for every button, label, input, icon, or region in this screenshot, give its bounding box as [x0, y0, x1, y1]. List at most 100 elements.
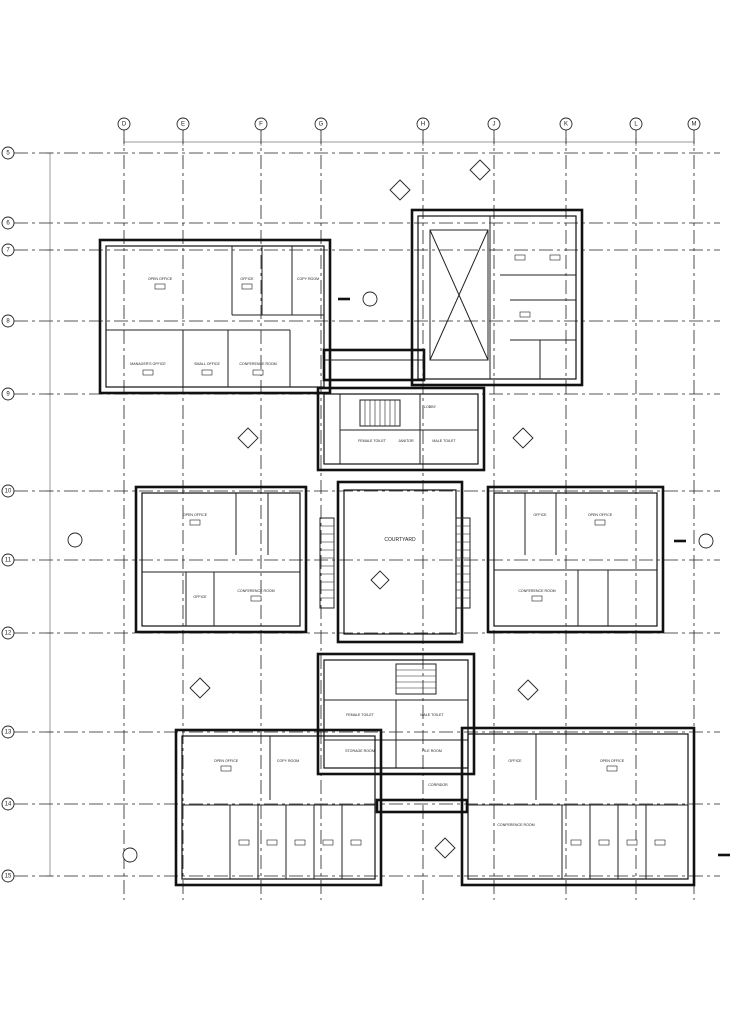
diamond-marker-e-upper: [512, 427, 534, 449]
row-label-7: 7: [6, 248, 10, 254]
column-label-H: H: [421, 122, 425, 128]
left-dimension-string: [46, 152, 54, 877]
column-label-J: J: [493, 122, 496, 128]
room-label-open-office-nw: OPEN OFFICE: [148, 277, 173, 281]
diamond-marker-e-lower: [517, 679, 539, 701]
row-label-13: 13: [5, 730, 12, 736]
column-grid-lines: [123, 130, 695, 900]
column-label-G: G: [319, 122, 324, 128]
arrow-markers: [338, 297, 730, 857]
diamond-marker-n: [389, 179, 411, 201]
column-bubble-G: [314, 117, 328, 131]
column-label-D: D: [122, 122, 127, 128]
room-label-open-office-se: OPEN OFFICE: [600, 759, 625, 763]
diamond-marker-ne: [469, 159, 491, 181]
row-label-12: 12: [5, 631, 12, 637]
room-label-conference-room-nw: CONFERENCE ROOM: [239, 362, 276, 366]
south-toilet-core: FEMALE TOILET MALE TOILET STORAGE ROOM F…: [316, 652, 476, 776]
section-marker-e: [698, 533, 714, 549]
column-bubble-M: [687, 117, 701, 131]
column-bubble-F: [254, 117, 268, 131]
section-marker-n: [362, 291, 378, 307]
north-connector: [322, 348, 426, 382]
top-dimension-string: [123, 138, 695, 146]
east-wing: OFFICE OPEN OFFICE CONFERENCE ROOM: [486, 485, 665, 634]
column-bubble-D: [117, 117, 131, 131]
north-toilet-core: LOBBY FEMALE TOILET MALE TOILET JANITOR: [316, 386, 486, 472]
section-marker-w: [67, 532, 83, 548]
southwest-wing: OPEN OFFICE COPY ROOM: [174, 728, 383, 887]
row-bubble-13: [1, 725, 15, 739]
row-bubbles: 5 6 7 8 9 10 11 12 13 14 15: [1, 146, 15, 883]
column-label-E: E: [181, 122, 185, 128]
column-bubbles: D E F G H J K L M: [117, 117, 701, 131]
row-bubble-14: [1, 797, 15, 811]
room-label-office-e: OFFICE: [533, 513, 547, 517]
northeast-wing: [410, 208, 584, 387]
room-label-conference-room-w: CONFERENCE ROOM: [237, 589, 274, 593]
diamond-marker-w-upper: [237, 427, 259, 449]
south-corridor: CORRIDOR: [375, 783, 469, 814]
room-label-office-s: OFFICE: [508, 759, 522, 763]
row-bubble-8: [1, 314, 15, 328]
northwest-wing: OPEN OFFICE OFFICE COPY ROOM MANAGER'S O…: [98, 238, 332, 395]
row-bubble-9: [1, 387, 15, 401]
row-label-15: 15: [5, 874, 12, 880]
room-label-female-toilet-s: FEMALE TOILET: [346, 713, 375, 717]
room-label-conference-room-e: CONFERENCE ROOM: [518, 589, 555, 593]
row-bubble-10: [1, 484, 15, 498]
room-label-courtyard: COURTYARD: [384, 537, 416, 543]
diamond-marker-s: [434, 837, 456, 859]
row-label-11: 11: [5, 558, 12, 564]
room-label-small-office: SMALL OFFICE: [194, 362, 220, 366]
column-bubble-J: [487, 117, 501, 131]
row-bubble-12: [1, 626, 15, 640]
room-label-file-room: FILE ROOM: [422, 749, 442, 753]
column-label-F: F: [259, 122, 263, 128]
room-label-male-toilet-n: MALE TOILET: [432, 439, 456, 443]
row-bubble-15: [1, 869, 15, 883]
row-label-14: 14: [5, 802, 12, 808]
room-label-open-office-w: OPEN OFFICE: [183, 513, 208, 517]
room-label-copy-room-sw: COPY ROOM: [277, 759, 299, 763]
south-stair: [395, 663, 437, 695]
column-bubble-E: [176, 117, 190, 131]
column-bubble-H: [416, 117, 430, 131]
room-label-managers-office: MANAGER'S OFFICE: [130, 362, 166, 366]
row-bubble-6: [1, 216, 15, 230]
row-bubble-5: [1, 146, 15, 160]
row-label-6: 6: [6, 221, 10, 227]
row-bubble-11: [1, 553, 15, 567]
room-label-office-w: OFFICE: [193, 595, 207, 599]
column-label-L: L: [634, 122, 638, 128]
row-label-9: 9: [6, 392, 10, 398]
room-label-copy-room-nw: COPY ROOM: [297, 277, 319, 281]
west-wing: OPEN OFFICE OFFICE CONFERENCE ROOM: [134, 485, 308, 634]
diamond-marker-w-lower: [189, 677, 211, 699]
column-bubble-L: [629, 117, 643, 131]
room-label-lobby: LOBBY: [424, 405, 437, 409]
southeast-wing: OPEN OFFICE CONFERENCE ROOM OFFICE: [460, 726, 696, 887]
room-label-open-office-e: OPEN OFFICE: [588, 513, 613, 517]
room-label-corridor: CORRIDOR: [428, 783, 448, 787]
elevation-markers: [67, 159, 714, 863]
column-label-K: K: [564, 122, 568, 128]
room-label-female-toilet-n: FEMALE TOILET: [358, 439, 387, 443]
east-ramp: [455, 517, 471, 609]
section-marker-sw: [122, 847, 138, 863]
room-label-janitor-n: JANITOR: [398, 439, 414, 443]
room-label-male-toilet-s: MALE TOILET: [420, 713, 444, 717]
courtyard-block: COURTYARD: [319, 480, 471, 644]
north-stair: [359, 399, 401, 427]
diamond-marker-court: [370, 570, 390, 590]
row-label-8: 8: [6, 319, 10, 325]
column-bubble-K: [559, 117, 573, 131]
room-label-conference-room-se: CONFERENCE ROOM: [497, 823, 534, 827]
room-label-office-nw: OFFICE: [240, 277, 254, 281]
west-ramp: [319, 517, 335, 609]
room-label-open-office-sw: OPEN OFFICE: [214, 759, 239, 763]
row-bubble-7: [1, 243, 15, 257]
column-label-M: M: [692, 122, 697, 128]
row-label-10: 10: [5, 489, 12, 495]
